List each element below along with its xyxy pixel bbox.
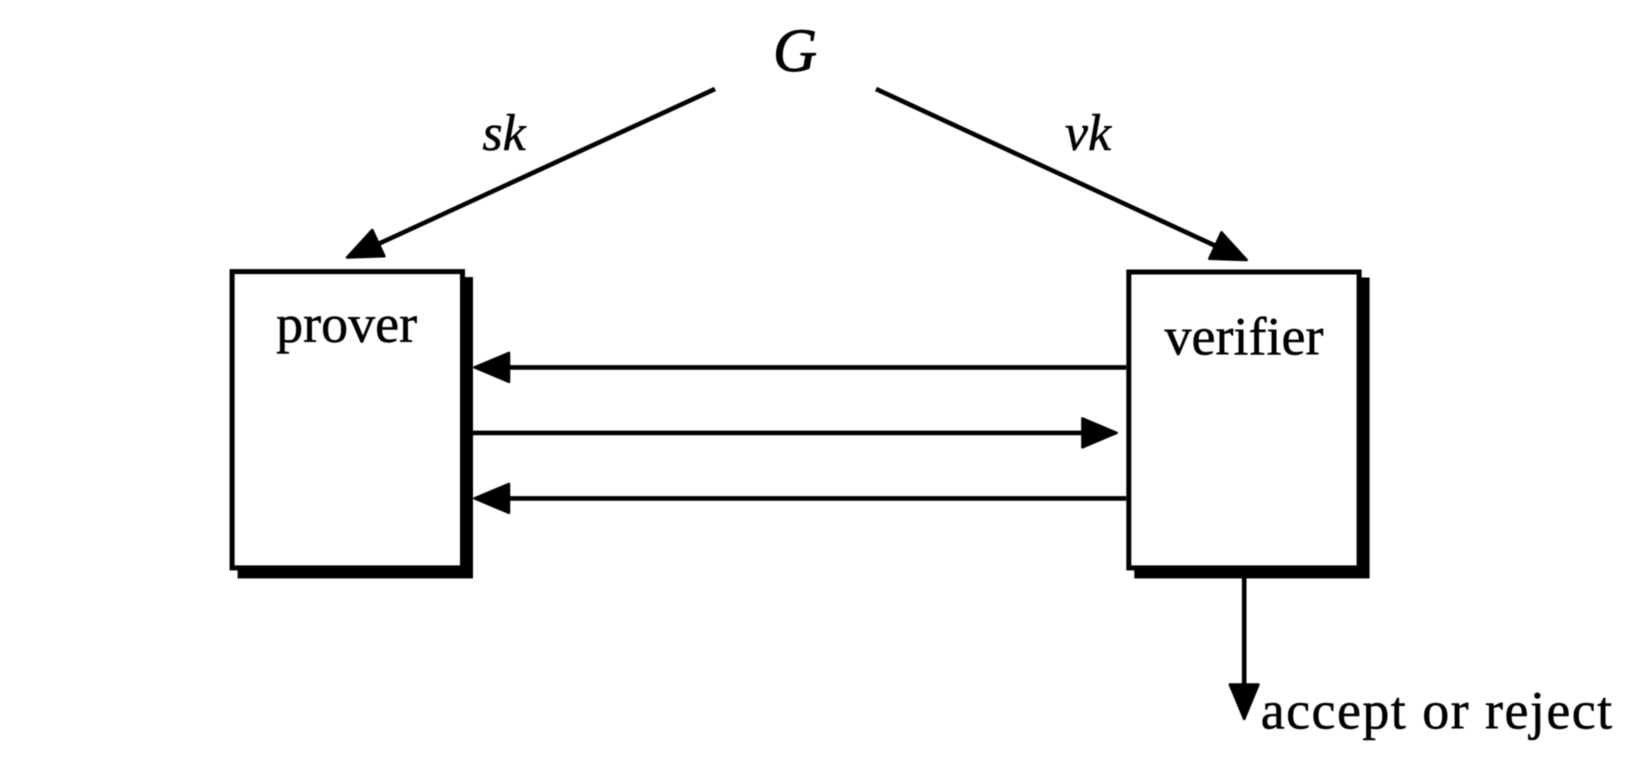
svg-text:verifier: verifier [1165,307,1324,367]
svg-text:accept or reject: accept or reject [1261,680,1613,740]
svg-text:sk: sk [482,105,526,162]
svg-text:prover: prover [276,294,417,354]
svg-text:G: G [773,18,817,85]
svg-text:vk: vk [1065,105,1112,162]
